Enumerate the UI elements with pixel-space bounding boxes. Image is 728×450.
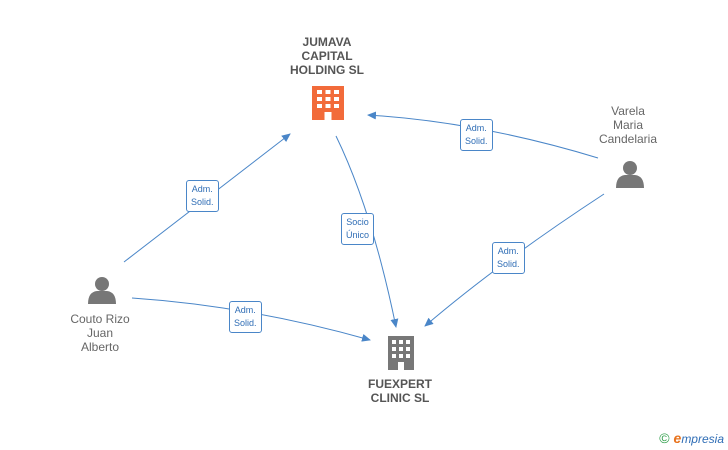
person-label-couto[interactable]: Couto Rizo Juan Alberto (70, 312, 130, 354)
edge-label-couto-jumava: Adm. Solid. (186, 180, 219, 212)
person-icon[interactable] (616, 161, 644, 188)
footer-brand: © empresia (659, 430, 724, 446)
edge-label-varela-jumava: Adm. Solid. (460, 119, 493, 151)
edge-label-jumava-fuexpert: Socio Único (341, 213, 375, 245)
building-icon[interactable] (388, 336, 414, 370)
edge-label-varela-fuexpert: Adm. Solid. (492, 242, 525, 274)
copyright-icon: © (659, 430, 670, 446)
brand-logo[interactable]: empresia (673, 430, 724, 446)
person-label-varela[interactable]: Varela Maria Candelaria (598, 104, 658, 146)
company-label-jumava[interactable]: JUMAVA CAPITAL HOLDING SL (290, 35, 364, 77)
person-icon[interactable] (88, 277, 116, 304)
company-label-fuexpert[interactable]: FUEXPERT CLINIC SL (367, 377, 432, 405)
edge-label-couto-fuexpert: Adm. Solid. (229, 301, 262, 333)
building-icon[interactable] (312, 86, 344, 120)
